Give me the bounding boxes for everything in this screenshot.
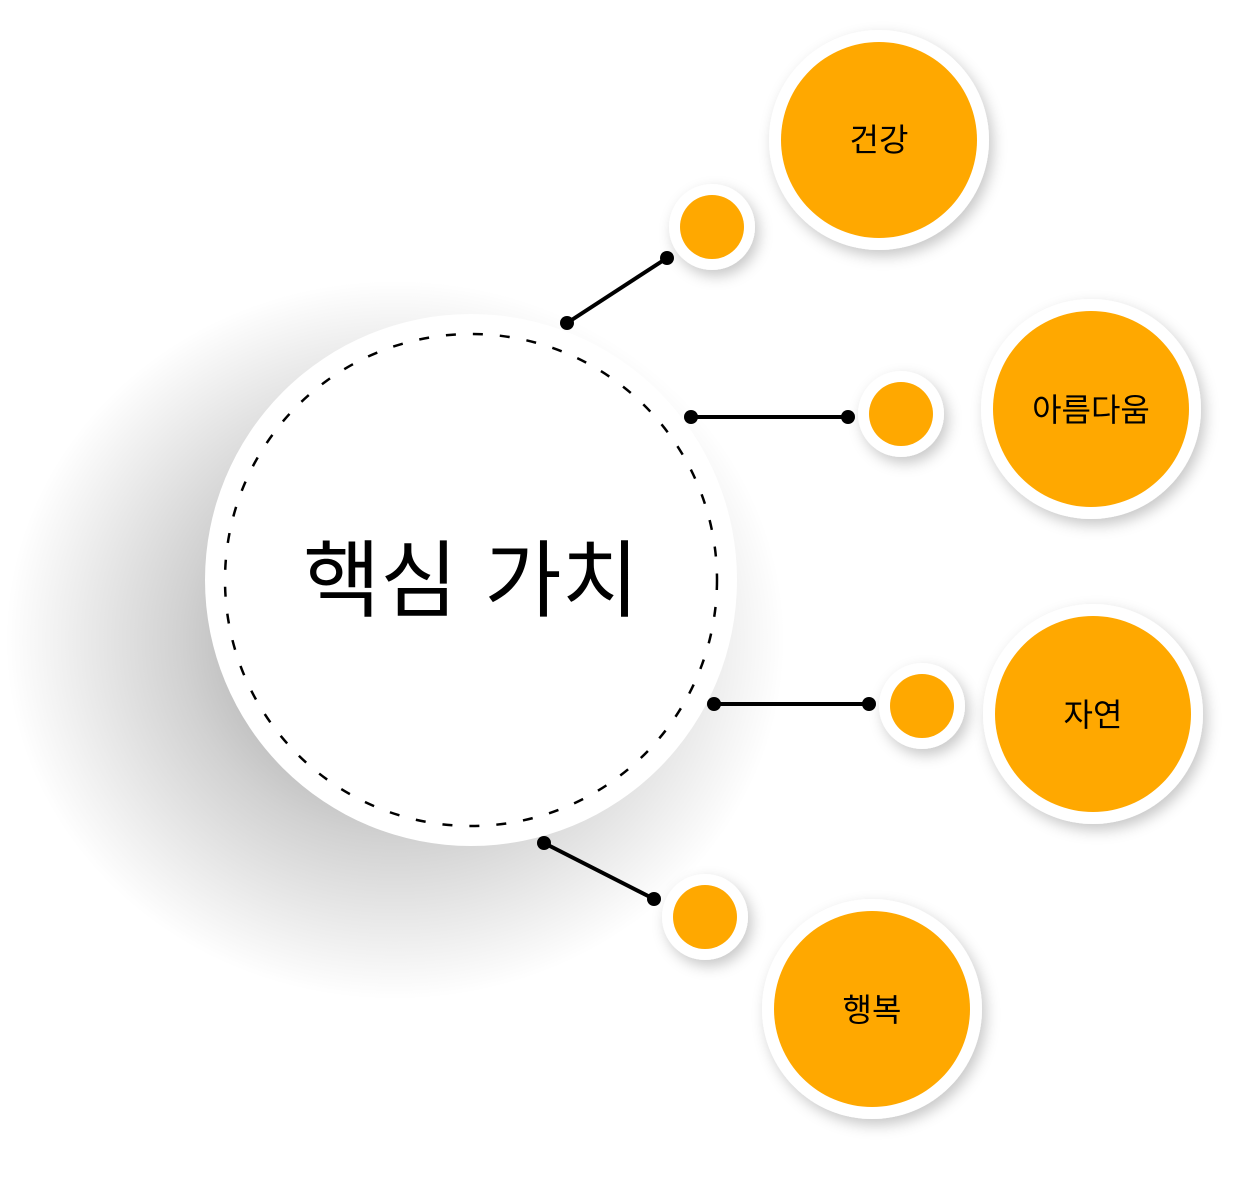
value-bubble-health: 건강 <box>769 30 989 250</box>
value-bubble-beauty: 아름다움 <box>981 299 1201 519</box>
connector-node-health <box>669 184 755 270</box>
center-hub: 핵심 가치 <box>205 314 737 846</box>
connector-beauty <box>684 410 855 424</box>
connector-nature <box>707 697 876 711</box>
connector-node-happiness <box>662 874 748 960</box>
center-title: 핵심 가치 <box>303 532 639 630</box>
connector-health <box>560 251 674 330</box>
value-label-beauty: 아름다움 <box>1032 391 1150 429</box>
value-label-nature: 자연 <box>1064 696 1123 734</box>
value-label-health: 건강 <box>850 121 909 159</box>
value-label-happiness: 행복 <box>843 991 902 1029</box>
connector-happiness <box>537 836 661 906</box>
value-bubble-happiness: 행복 <box>762 899 982 1119</box>
connector-node-beauty <box>858 371 944 457</box>
connector-node-nature <box>879 663 965 749</box>
center-dashed-ring <box>223 332 719 828</box>
value-bubble-nature: 자연 <box>983 604 1203 824</box>
